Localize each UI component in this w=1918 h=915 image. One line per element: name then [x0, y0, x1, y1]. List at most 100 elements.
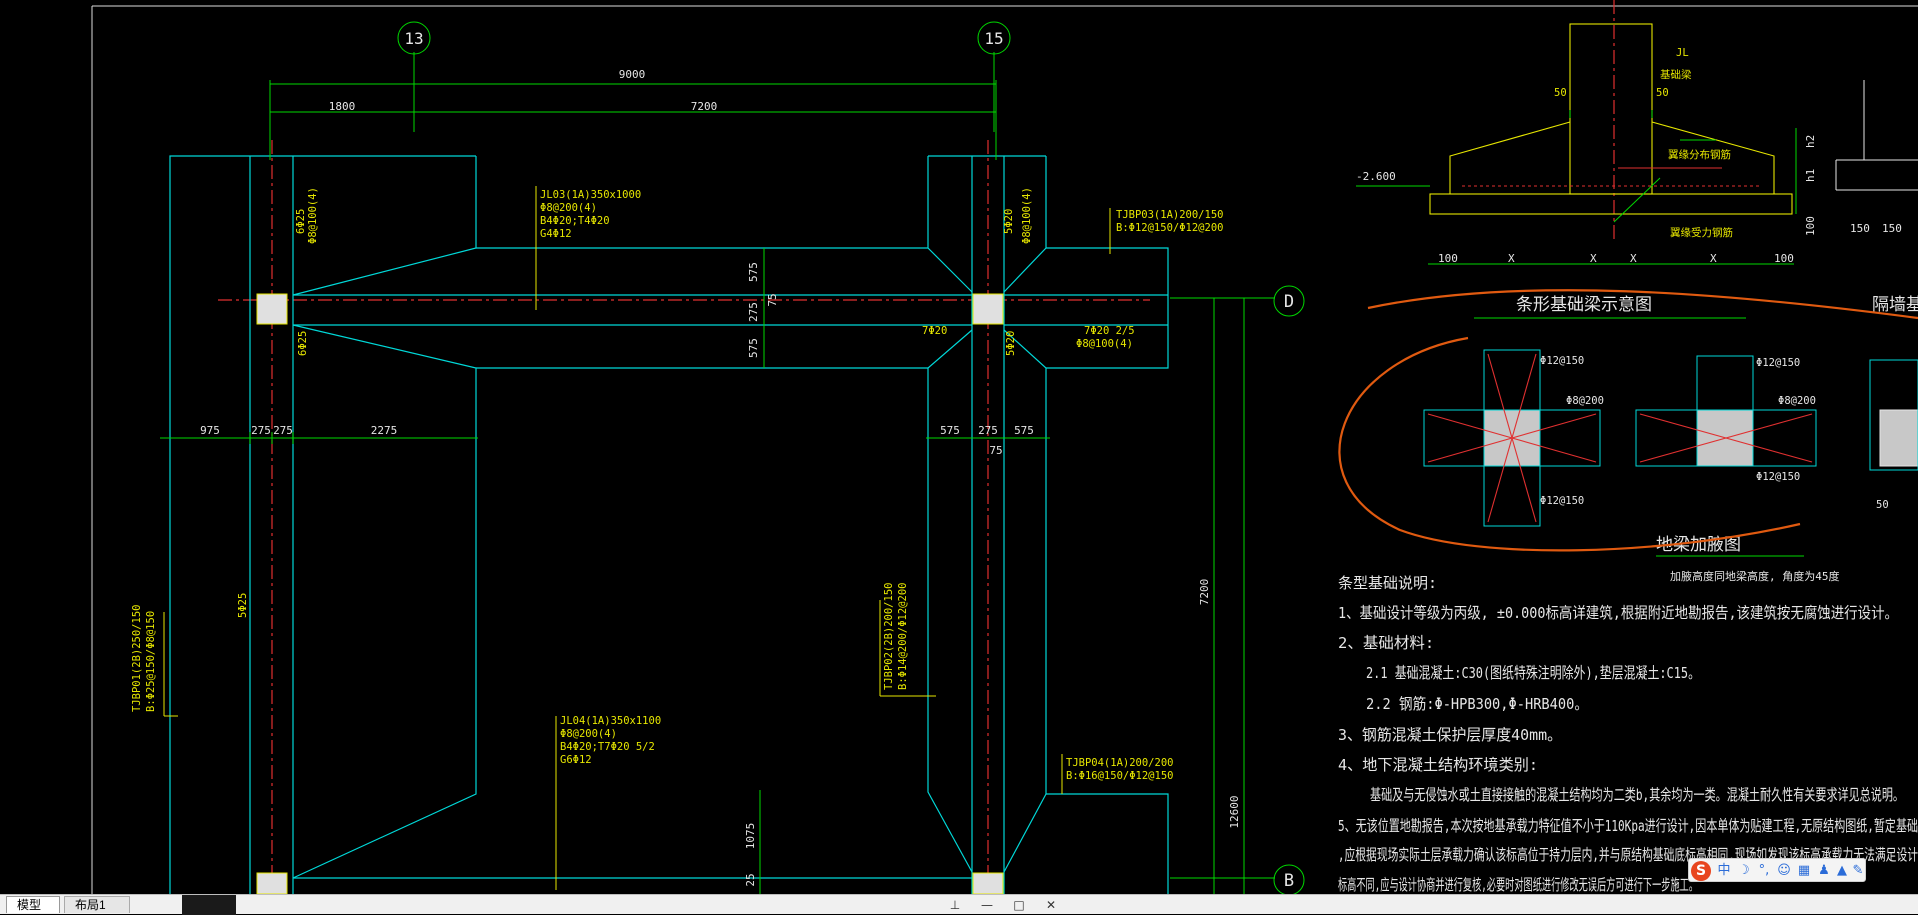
label-col15-rebar-top-b: Φ8@100(4)	[1021, 187, 1033, 244]
dim-275b: 275	[273, 424, 293, 437]
dim-975: 975	[200, 424, 220, 437]
voice-icon[interactable]: ♟	[1818, 863, 1830, 878]
dim-7200-right: 7200	[1198, 579, 1211, 606]
dimension-lines	[160, 80, 1245, 894]
cad-drawing-canvas[interactable]: 13 15 D B	[0, 0, 1918, 894]
label-col15-rebar-mid: 5Φ20	[1005, 331, 1017, 356]
svg-text:X: X	[1630, 252, 1637, 265]
dim-1800: 1800	[329, 100, 356, 113]
axis-bubble-d: D	[1273, 285, 1305, 317]
axis-label-b: B	[1284, 871, 1294, 891]
svg-text:Φ8@200: Φ8@200	[1778, 395, 1816, 407]
layout-tab-bar: 模型 布局1 ⊥ — □ ✕	[0, 894, 1918, 915]
svg-text:Φ12@150: Φ12@150	[1540, 355, 1584, 367]
dim-575b-r: 575	[1014, 424, 1034, 437]
emoji-icon[interactable]: ☺	[1777, 863, 1791, 878]
dim-9000: 9000	[619, 68, 646, 81]
label-tjbp02: TJBP02(2B)200/150 B:Φ14@200/Φ12@200	[879, 583, 936, 697]
svg-text:翼缘分布钢筋: 翼缘分布钢筋	[1668, 148, 1731, 161]
note-2-2: 2.2 钢筋:Φ-HPB300,Φ-HRB400。	[1366, 695, 1588, 713]
label-left-rebar-mid: 6Φ25	[297, 331, 309, 356]
label-left-rebar-top-b: Φ8@100(4)	[307, 187, 319, 244]
svg-text:B:Φ16@150/Φ12@150: B:Φ16@150/Φ12@150	[1066, 770, 1173, 782]
keyboard-icon[interactable]: ▦	[1797, 863, 1811, 878]
sogou-logo-icon[interactable]: S	[1691, 861, 1711, 881]
svg-text:150: 150	[1850, 222, 1870, 235]
column-15-d	[972, 293, 1004, 325]
dim-275-r: 275	[978, 424, 998, 437]
column-15-b	[972, 872, 1004, 894]
close-button[interactable]: ✕	[1045, 898, 1057, 912]
partition-detail-title: 隔墙基础	[1872, 295, 1918, 315]
tab-layout1[interactable]: 布局1	[64, 896, 130, 913]
svg-text:TJBP03(1A)200/150: TJBP03(1A)200/150	[1116, 209, 1223, 221]
svg-text:B4Φ20;T7Φ20 5/2: B4Φ20;T7Φ20 5/2	[560, 741, 655, 753]
minimize-button[interactable]: —	[981, 898, 993, 912]
orange-markup-curve	[1338, 289, 1918, 552]
column-13-d	[256, 293, 288, 325]
svg-text:Φ12@150: Φ12@150	[1756, 471, 1800, 483]
column-13-b	[256, 872, 288, 894]
note-4-body: 基础及与无侵蚀水或土直接接触的混凝土结构均为二类b,其余均为一类。混凝土耐久性有…	[1370, 785, 1904, 804]
svg-text:150: 150	[1882, 222, 1902, 235]
axis-bubble-13: 13	[397, 21, 431, 55]
restore-button[interactable]: □	[1013, 898, 1025, 912]
dim-7200: 7200	[691, 100, 718, 113]
foundation-outlines	[169, 155, 1169, 894]
strip-beam-section-detail: JL 基础梁 50 50 翼缘分布钢筋 翼缘受力钢筋 -2.600 h2 h1 …	[1356, 23, 1918, 319]
tab-model[interactable]: 模型	[6, 896, 60, 913]
svg-text:G6Φ12: G6Φ12	[560, 754, 592, 766]
svg-text:G4Φ12: G4Φ12	[540, 228, 572, 240]
punctuation-icon[interactable]: °,	[1758, 863, 1770, 878]
pin-icon[interactable]: ⊥	[949, 898, 961, 912]
svg-text:JL: JL	[1676, 47, 1689, 59]
svg-text:TJBP02(2B)200/150: TJBP02(2B)200/150	[883, 583, 895, 690]
svg-text:100: 100	[1774, 252, 1794, 265]
beam-labels: JL03(1A)350x1000 Φ8@200(4) B4Φ20;T4Φ20 G…	[131, 186, 1223, 890]
axis-label-d: D	[1284, 292, 1294, 312]
tools-icon[interactable]: ✎	[1852, 863, 1864, 878]
note-2: 2、基础材料:	[1338, 634, 1434, 652]
label-tjbp04: TJBP04(1A)200/200 B:Φ16@150/Φ12@150	[1061, 754, 1173, 794]
note-5-line3: 标高不同,应与设计协商并进行复核,必要时对图纸进行修改无误后方可进行下一步施工。	[1338, 875, 1698, 894]
dim-75-v: 75	[766, 293, 779, 306]
label-col15-left: 7Φ20	[922, 325, 947, 337]
haunch-3	[1869, 359, 1918, 471]
dim-25: 25	[744, 873, 757, 886]
dim-2275: 2275	[371, 424, 398, 437]
label-tjbp03: TJBP03(1A)200/150 B:Φ12@150/Φ12@200	[1109, 208, 1223, 254]
dim-275a: 275	[251, 424, 271, 437]
label-col15-rebar-top-a: 5Φ20	[1003, 209, 1015, 234]
label-col15-right-a: 7Φ20 2/5	[1084, 325, 1135, 337]
svg-text:h1: h1	[1804, 169, 1817, 182]
svg-text:TJBP04(1A)200/200: TJBP04(1A)200/200	[1066, 757, 1173, 769]
section-detail-title: 条形基础梁示意图	[1516, 295, 1652, 315]
ime-lang-toggle[interactable]: 中	[1717, 863, 1731, 878]
ime-toolbar[interactable]: S 中 ☽ °, ☺ ▦ ♟ ▲ ✎	[1688, 858, 1866, 882]
label-col15-right-b: Φ8@100(4)	[1076, 338, 1133, 350]
svg-text:翼缘受力钢筋: 翼缘受力钢筋	[1670, 226, 1733, 239]
axis-label-15: 15	[984, 29, 1003, 48]
haunch-1	[1423, 349, 1601, 527]
svg-text:Φ8@200(4): Φ8@200(4)	[540, 202, 597, 214]
moon-icon[interactable]: ☽	[1738, 863, 1750, 878]
svg-text:X: X	[1590, 252, 1597, 265]
axis-lines	[413, 52, 1275, 879]
tab-scroll-area	[182, 895, 236, 915]
note-1: 1、基础设计等级为丙级, ±0.000标高详建筑,根据附近地勘报告,该建筑按无腐…	[1338, 604, 1898, 622]
dimension-texts: 9000 1800 7200 975 275 275 2275 575 275 …	[200, 68, 1241, 887]
dim-275-v: 275	[747, 302, 760, 322]
label-left-5phi25: 5Φ25	[237, 593, 249, 618]
svg-text:Φ12@150: Φ12@150	[1756, 357, 1800, 369]
haunch-2	[1635, 355, 1817, 467]
svg-text:X: X	[1508, 252, 1515, 265]
skin-icon[interactable]: ▲	[1837, 863, 1847, 878]
elev-label: -2.600	[1356, 170, 1396, 183]
columns	[256, 293, 1004, 894]
svg-text:Φ8@200: Φ8@200	[1566, 395, 1604, 407]
note-5: 5、无该位置地勘报告,本次按地基承载力特征值不小于110Kpa进行设计,因本单体…	[1338, 817, 1918, 835]
label-jl04: JL04(1A)350x1100 Φ8@200(4) B4Φ20;T7Φ20 5…	[555, 715, 661, 890]
svg-text:基础梁: 基础梁	[1660, 68, 1692, 81]
svg-text:B:Φ14@200/Φ12@200: B:Φ14@200/Φ12@200	[897, 583, 909, 690]
axis-label-13: 13	[404, 29, 423, 48]
